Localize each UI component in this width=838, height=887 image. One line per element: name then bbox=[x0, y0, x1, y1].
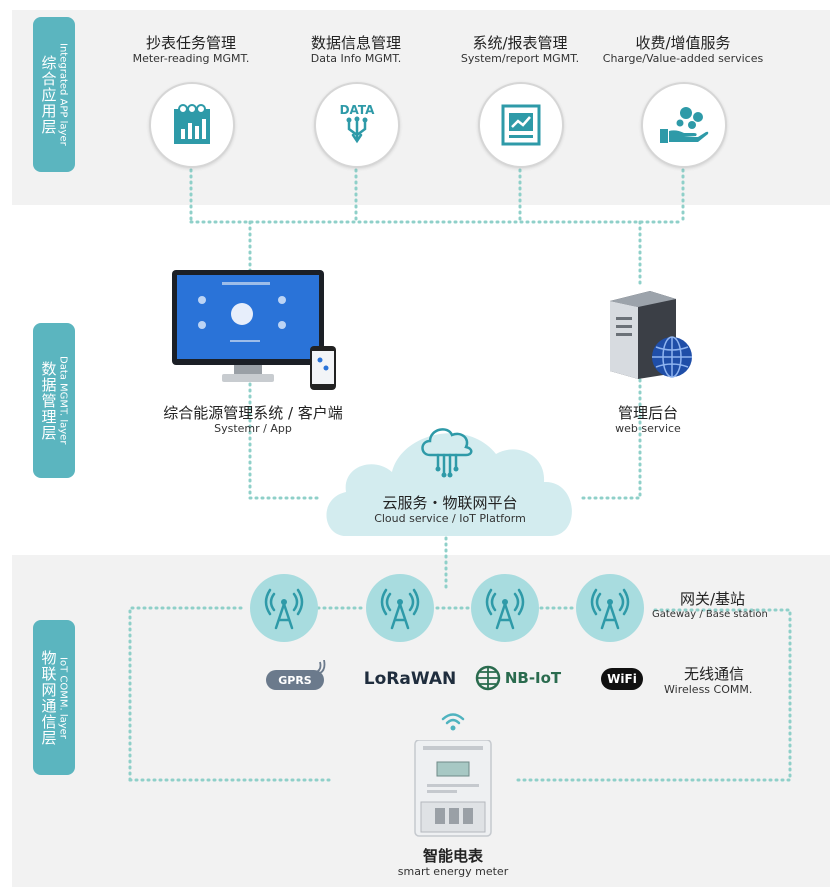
data-info-circle: DATA bbox=[314, 82, 400, 168]
cloud-network-icon bbox=[421, 428, 473, 478]
signal-tower-icon bbox=[590, 588, 630, 630]
gateway-tower-3 bbox=[471, 574, 539, 642]
system-label: 综合能源管理系统 / 客户端 Systemr / App bbox=[163, 404, 343, 435]
signal-tower-icon bbox=[485, 588, 525, 630]
iot-layer-title: 物联网通信层 bbox=[39, 649, 58, 746]
data-layer-subtitle: Data MGMT. layer bbox=[57, 356, 69, 445]
app-label-meter-reading: 抄表任务管理 Meter-reading MGMT. bbox=[132, 34, 250, 65]
signal-tower-icon bbox=[380, 588, 420, 630]
cloud-shape bbox=[326, 433, 572, 536]
meter-label: 智能电表 smart energy meter bbox=[397, 847, 509, 878]
app-layer-title: 综合应用层 bbox=[39, 54, 58, 135]
nbiot-logo: NB-IoT bbox=[470, 662, 566, 694]
gateway-tower-4 bbox=[576, 574, 644, 642]
data-layer-tag: 数据管理层 Data MGMT. layer bbox=[33, 323, 75, 478]
nbiot-logo-text: NB-IoT bbox=[504, 669, 562, 687]
charge-services-circle bbox=[641, 82, 727, 168]
wifi-signal-icon bbox=[441, 713, 465, 731]
app-layer-subtitle: Integrated APP layer bbox=[57, 43, 69, 146]
signal-tower-icon bbox=[264, 588, 304, 630]
report-chart-icon bbox=[501, 104, 541, 146]
app-layer-tag: 综合应用层 Integrated APP layer bbox=[33, 17, 75, 172]
cloud-label: 云服务・物联网平台 Cloud service / IoT Platform bbox=[374, 494, 526, 525]
meter-reading-circle bbox=[149, 82, 235, 168]
app-label-data-info: 数据信息管理 Data Info MGMT. bbox=[310, 34, 402, 65]
iot-layer-tag: 物联网通信层 IoT COMM. layer bbox=[33, 620, 75, 775]
lorawan-logo-text: LoRaWAN bbox=[363, 669, 457, 689]
meter-reading-icon bbox=[174, 104, 210, 144]
system-report-circle bbox=[478, 82, 564, 168]
gateway-label: 网关/基站 Gateway / Base station bbox=[652, 590, 768, 620]
app-label-system-report: 系统/报表管理 System/report MGMT. bbox=[460, 34, 580, 65]
wireless-label: 无线通信 Wireless COMM. bbox=[664, 665, 753, 696]
wifi-logo: WiFi bbox=[596, 664, 648, 694]
lorawan-logo: LoRaWAN bbox=[362, 664, 458, 694]
backend-label: 管理后台 web service bbox=[615, 404, 681, 435]
data-icon: DATA bbox=[340, 103, 376, 144]
server-icon bbox=[610, 291, 692, 379]
gprs-logo: GPRS bbox=[260, 660, 330, 692]
signal-waves-icon bbox=[315, 660, 326, 674]
gateway-tower-2 bbox=[366, 574, 434, 642]
data-layer-title: 数据管理层 bbox=[39, 360, 58, 441]
data-icon-text: DATA bbox=[340, 103, 376, 117]
gprs-logo-text: GPRS bbox=[266, 670, 324, 690]
smart-meter-icon bbox=[414, 740, 492, 837]
wifi-logo-text: WiFi bbox=[601, 668, 643, 690]
app-label-charge: 收费/增值服务 Charge/Value-added services bbox=[602, 34, 764, 65]
globe-icon bbox=[475, 665, 501, 691]
monitor-with-phone-icon bbox=[172, 270, 336, 390]
hand-coins-icon bbox=[660, 107, 709, 143]
iot-layer-subtitle: IoT COMM. layer bbox=[57, 656, 69, 739]
gateway-tower-1 bbox=[250, 574, 318, 642]
